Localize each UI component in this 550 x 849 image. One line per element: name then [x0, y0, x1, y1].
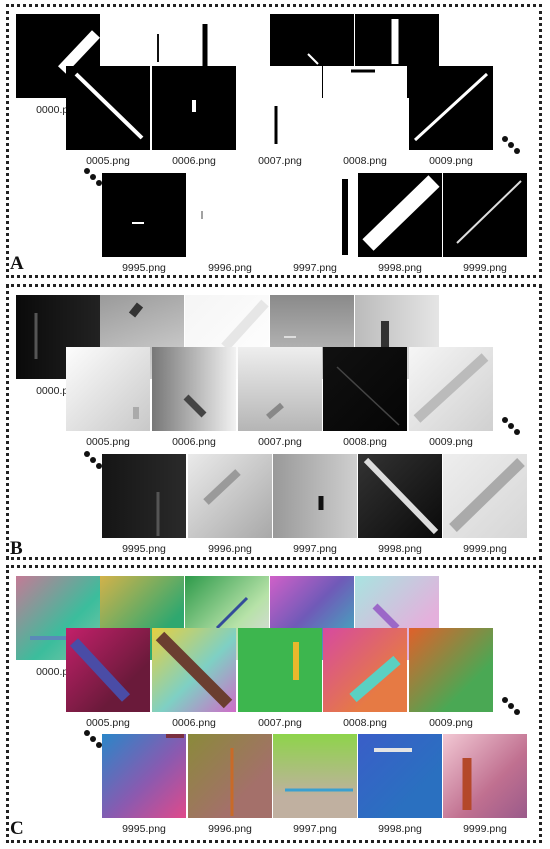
- image-tile: [188, 173, 272, 257]
- file-label: 0006.png: [172, 155, 216, 167]
- ellipsis-dots-icon: [84, 168, 102, 186]
- image-tile: [152, 66, 236, 150]
- file-label: 9996.png: [208, 823, 252, 835]
- file-label: 9999.png: [463, 543, 507, 555]
- file-label: 0008.png: [343, 436, 387, 448]
- ellipsis-dots-icon: [502, 136, 520, 154]
- file-label: 0009.png: [429, 717, 473, 729]
- file-label: 9995.png: [122, 262, 166, 274]
- image-tile: [102, 173, 186, 257]
- file-label: 9999.png: [463, 823, 507, 835]
- image-tile: [66, 347, 150, 431]
- panel-c: [6, 565, 542, 843]
- file-label: 9999.png: [463, 262, 507, 274]
- image-tile: [273, 454, 357, 538]
- file-label: 0008.png: [343, 155, 387, 167]
- image-tile: [443, 173, 527, 257]
- file-label: 0007.png: [258, 717, 302, 729]
- file-label: 0009.png: [429, 436, 473, 448]
- file-label: 0006.png: [172, 436, 216, 448]
- file-label: 9997.png: [293, 543, 337, 555]
- file-label: 9997.png: [293, 823, 337, 835]
- image-tile: [152, 347, 236, 431]
- file-label: 9995.png: [122, 543, 166, 555]
- file-label: 0006.png: [172, 717, 216, 729]
- image-tile: [409, 347, 493, 431]
- image-tile: [323, 628, 407, 712]
- image-tile: [443, 734, 527, 818]
- file-label: 0007.png: [258, 155, 302, 167]
- image-tile: [66, 628, 150, 712]
- file-label: 9996.png: [208, 543, 252, 555]
- file-label: 9998.png: [378, 823, 422, 835]
- file-label: 9995.png: [122, 823, 166, 835]
- image-tile: [358, 173, 442, 257]
- panel-label-b: B: [10, 538, 23, 559]
- file-label: 0005.png: [86, 155, 130, 167]
- image-tile: [102, 734, 186, 818]
- image-tile: [238, 347, 322, 431]
- image-tile: [323, 347, 407, 431]
- ellipsis-dots-icon: [84, 730, 102, 748]
- ellipsis-dots-icon: [502, 417, 520, 435]
- file-label: 0008.png: [343, 717, 387, 729]
- file-label: 9996.png: [208, 262, 252, 274]
- image-tile: [238, 66, 322, 150]
- image-tile: [188, 734, 272, 818]
- image-tile: [152, 628, 236, 712]
- panel-a: [6, 4, 542, 278]
- image-tile: [409, 628, 493, 712]
- image-tile: [188, 454, 272, 538]
- file-label: 0009.png: [429, 155, 473, 167]
- file-label: 0005.png: [86, 717, 130, 729]
- image-tile: [66, 66, 150, 150]
- file-label: 9998.png: [378, 543, 422, 555]
- ellipsis-dots-icon: [502, 697, 520, 715]
- panel-label-c: C: [10, 818, 24, 839]
- image-tile: [273, 734, 357, 818]
- file-label: 9998.png: [378, 262, 422, 274]
- file-label: 0005.png: [86, 436, 130, 448]
- file-label: 9997.png: [293, 262, 337, 274]
- image-tile: [323, 66, 407, 150]
- image-tile: [443, 454, 527, 538]
- image-tile: [409, 66, 493, 150]
- ellipsis-dots-icon: [84, 451, 102, 469]
- panel-b: [6, 284, 542, 560]
- image-tile: [273, 173, 357, 257]
- image-tile: [358, 734, 442, 818]
- panel-label-a: A: [10, 253, 24, 274]
- image-tile: [238, 628, 322, 712]
- image-tile: [358, 454, 442, 538]
- image-tile: [102, 454, 186, 538]
- file-label: 0007.png: [258, 436, 302, 448]
